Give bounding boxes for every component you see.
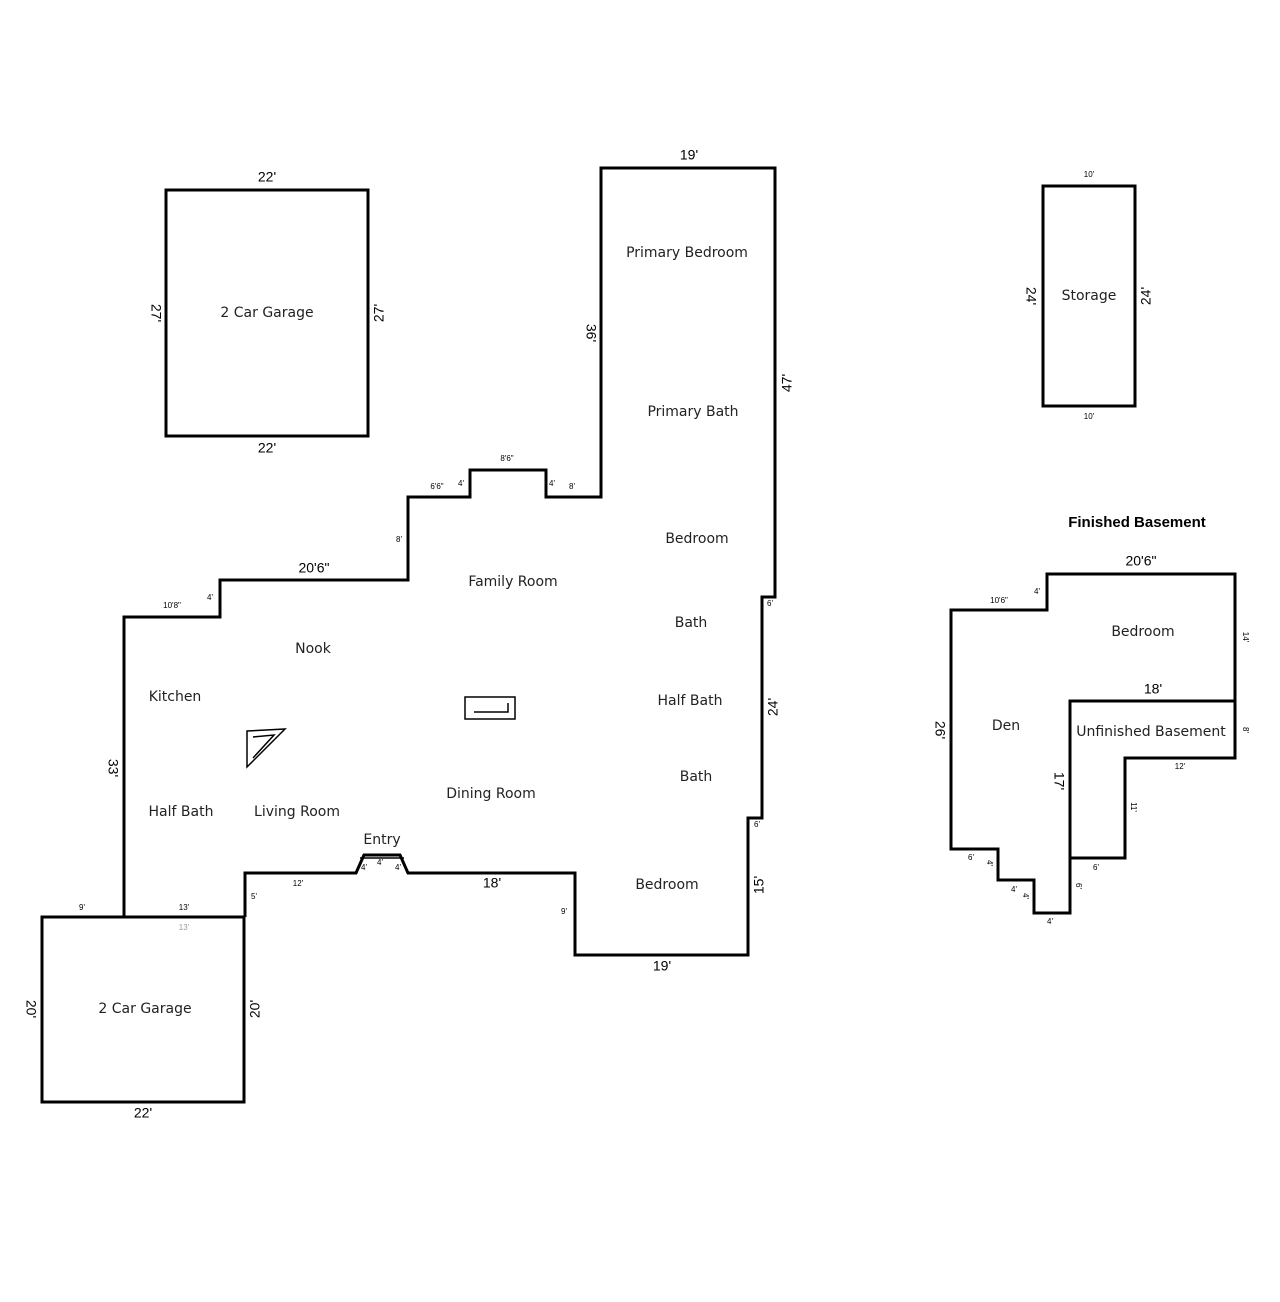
main-floor: Primary Bedroom Primary Bath Bedroom Fam…	[79, 147, 795, 974]
attached-garage-label: 2 Car Garage	[98, 1001, 191, 1017]
attached-garage-dim-right: 20'	[247, 1000, 263, 1018]
dim-main-step-e: 4'	[207, 593, 213, 602]
dim-main-right-upper: 47'	[779, 374, 795, 392]
basement-dim-top: 20'6"	[1125, 553, 1156, 569]
attached-garage-dim-bottom: 22'	[134, 1105, 152, 1121]
dim-main-nook-top: 20'6"	[298, 560, 329, 576]
dim-main-step-c: 6'6"	[430, 482, 443, 491]
detached-garage-dim-top: 22'	[258, 169, 276, 185]
basement-dim-s4: 4'	[1021, 893, 1030, 899]
detached-garage-dim-left: 27'	[148, 304, 164, 322]
basement-dim-inner-vert: 11'	[1129, 802, 1138, 812]
basement-dim-right-top: 14'	[1241, 632, 1250, 643]
basement-dim-s2: 4'	[985, 860, 994, 866]
basement-room-unfinished: Unfinished Basement	[1076, 724, 1226, 740]
basement-room-den: Den	[992, 718, 1020, 734]
attached-garage: 2 Car Garage 20' 20' 22'	[23, 915, 263, 1121]
dim-main-bump-side: 4'	[458, 479, 464, 488]
dim-main-left-upper: 36'	[583, 324, 599, 342]
basement-dim-inner-right: 12'	[1175, 762, 1186, 771]
dim-main-bottom: 19'	[653, 958, 671, 974]
room-bedroom-lower: Bedroom	[635, 877, 698, 893]
room-primary-bedroom: Primary Bedroom	[626, 245, 748, 261]
dim-main-inner-drop: 9'	[561, 907, 567, 916]
dim-main-step-b: 4'	[549, 479, 555, 488]
dim-main-right-lower: 15'	[751, 876, 767, 894]
basement-dim-unf-left: 17'	[1051, 772, 1067, 790]
room-half-bath-right: Half Bath	[658, 693, 723, 709]
room-entry: Entry	[363, 832, 400, 848]
basement-dim-s3: 4'	[1011, 885, 1017, 894]
dim-main-front-left: 12'	[293, 879, 304, 888]
dim-main-entry-left: 4'	[361, 863, 367, 872]
dim-main-kitchen-top: 10'8"	[163, 601, 181, 610]
dim-main-notch-right: 6'	[767, 599, 773, 608]
room-bedroom-upper: Bedroom	[665, 531, 728, 547]
storage: Storage 10' 10' 24' 24'	[1023, 170, 1153, 421]
stairs-icon	[464, 696, 516, 720]
fireplace-icon	[246, 728, 287, 769]
detached-garage-dim-bottom: 22'	[258, 440, 276, 456]
room-kitchen: Kitchen	[149, 689, 202, 705]
room-primary-bath: Primary Bath	[647, 404, 738, 420]
basement: Finished Basement Bedroom Den Unfinished…	[932, 514, 1250, 926]
storage-dim-right: 24'	[1138, 287, 1154, 305]
storage-dim-top: 10'	[1084, 170, 1095, 179]
basement-dim-s1: 6'	[968, 853, 974, 862]
detached-garage-outline	[164, 188, 370, 438]
basement-heading: Finished Basement	[1068, 514, 1206, 531]
room-living: Living Room	[254, 804, 340, 820]
dim-main-notch-right-b: 6'	[754, 820, 760, 829]
basement-room-bedroom: Bedroom	[1111, 624, 1174, 640]
detached-garage: 2 Car Garage 22' 22' 27' 27'	[148, 169, 386, 456]
room-bath-lower: Bath	[680, 769, 713, 785]
dim-main-left: 33'	[105, 759, 121, 777]
storage-dim-left: 24'	[1023, 287, 1039, 305]
basement-dim-left-top: 10'6"	[990, 596, 1008, 605]
main-floor-outline	[122, 166, 777, 957]
room-family: Family Room	[468, 574, 557, 590]
room-bath-upper: Bath	[675, 615, 708, 631]
basement-dim-inner-top: 18'	[1144, 681, 1162, 697]
detached-garage-dim-right: 27'	[371, 304, 387, 322]
room-nook: Nook	[295, 641, 332, 657]
dim-main-step-a: 8'	[569, 482, 575, 491]
dim-main-entry-right: 4'	[395, 863, 401, 872]
dim-main-garage-side: 5'	[251, 892, 257, 901]
dim-main-entry-mid: 4'	[377, 858, 383, 867]
dim-main-bump-top: 8'6"	[500, 454, 513, 463]
basement-dim-den-left: 26'	[932, 721, 948, 739]
storage-outline	[1041, 184, 1137, 408]
dim-main-right-mid: 24'	[765, 698, 781, 716]
basement-dim-inner-bottom: 6'	[1093, 863, 1099, 872]
detached-garage-label: 2 Car Garage	[220, 305, 313, 321]
attached-garage-outline	[40, 915, 246, 1104]
dim-main-garage-top-left: 9'	[79, 903, 85, 912]
basement-dim-s5: 4'	[1047, 917, 1053, 926]
dim-main-step-d: 8'	[396, 535, 402, 544]
room-half-bath-left: Half Bath	[149, 804, 214, 820]
dim-main-garage-top-mid-inner: 13'	[179, 923, 190, 932]
dim-main-top: 19'	[680, 147, 698, 163]
basement-unfinished-wall	[1068, 699, 1235, 858]
dim-main-front-right: 18'	[483, 875, 501, 891]
storage-label: Storage	[1062, 288, 1117, 304]
attached-garage-dim-left: 20'	[23, 1000, 39, 1018]
room-dining: Dining Room	[446, 786, 536, 802]
basement-dim-step: 4'	[1034, 587, 1040, 596]
dim-main-garage-top-mid: 13'	[179, 903, 190, 912]
basement-dim-right-mid: 8'	[1241, 727, 1250, 733]
storage-dim-bottom: 10'	[1084, 412, 1095, 421]
basement-dim-s6: 6'	[1074, 883, 1083, 889]
